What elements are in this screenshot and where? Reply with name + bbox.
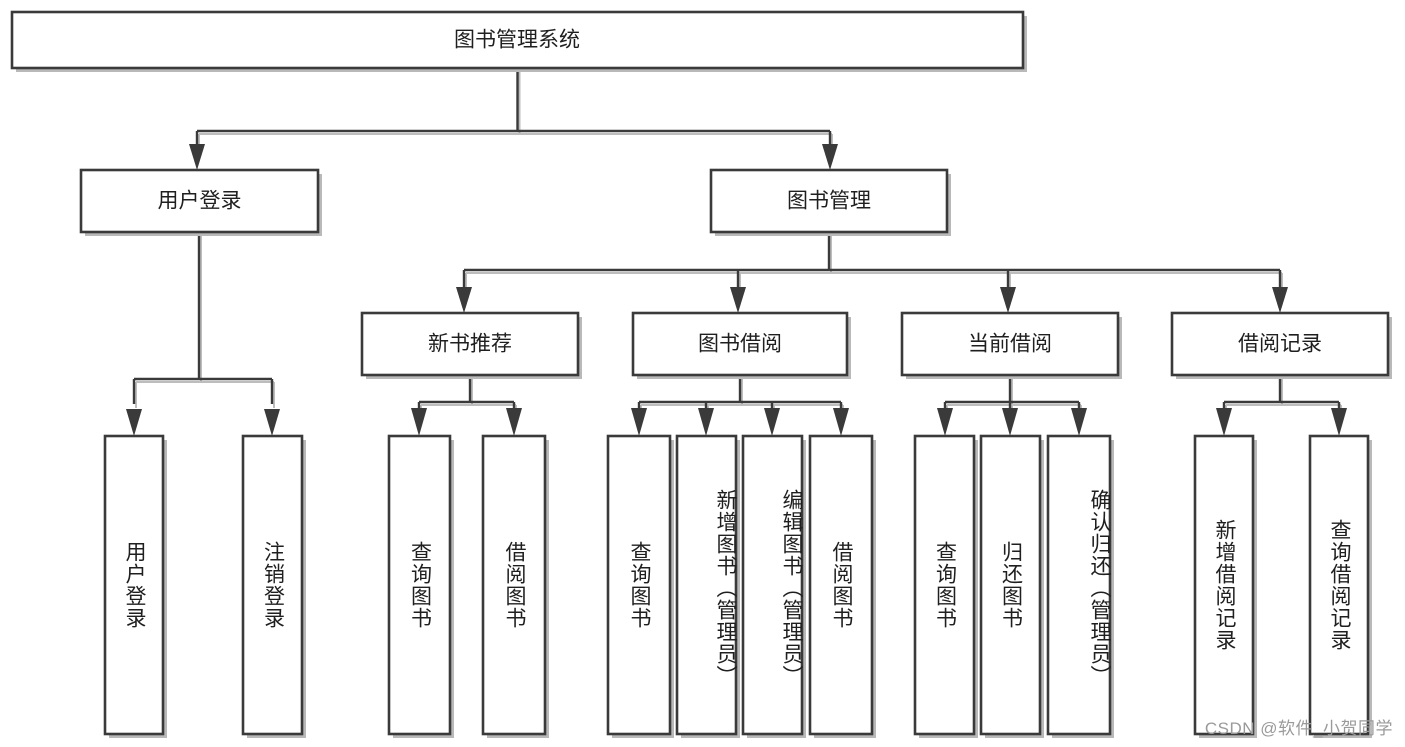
node-leaf-borrow-query[interactable]	[606, 434, 672, 736]
node-leaf-record-add[interactable]	[1193, 434, 1255, 736]
connector-bookmgmt-to-level3	[456, 232, 1288, 313]
node-book-management-label: 图书管理	[787, 190, 871, 213]
node-book-borrow-label: 图书借阅	[698, 333, 782, 356]
node-new-book-recommend[interactable]	[360, 311, 580, 377]
arrow-head-icon	[411, 408, 427, 436]
node-leaf-borrow-add[interactable]	[675, 434, 738, 736]
connector-layer	[126, 68, 1347, 436]
arrow-head-icon	[1002, 408, 1018, 436]
node-leaf-current-confirm[interactable]	[1046, 434, 1112, 736]
connector-current-to-leaves	[937, 375, 1087, 436]
arrow-head-icon	[456, 287, 472, 313]
node-user-login[interactable]	[79, 168, 320, 234]
connector-root-to-level2	[189, 68, 838, 170]
arrow-head-icon	[730, 287, 746, 313]
node-book-management[interactable]	[709, 168, 949, 234]
arrow-head-icon	[189, 144, 205, 170]
arrow-head-icon	[1000, 287, 1016, 313]
node-book-borrow[interactable]	[631, 311, 849, 377]
arrow-head-icon	[1216, 408, 1232, 436]
node-leaf-current-return[interactable]	[979, 434, 1042, 736]
node-leaf-user-login-login[interactable]	[103, 434, 165, 736]
connector-borrow-to-leaves	[631, 375, 849, 436]
box-layer: 图书管理系统 用户登录 图书管理 新书推荐 图书借阅 当前借阅 借阅记录	[10, 10, 1390, 736]
arrow-head-icon	[833, 408, 849, 436]
node-current-borrow[interactable]	[900, 311, 1120, 377]
node-borrow-record-label: 借阅记录	[1238, 333, 1322, 356]
csdn-watermark: CSDN @软件_小贺同学	[1204, 719, 1393, 738]
node-current-borrow-label: 当前借阅	[968, 333, 1052, 356]
arrow-head-icon	[1272, 287, 1288, 313]
node-leaf-user-login-logout[interactable]	[241, 434, 304, 736]
node-leaf-recommend-query[interactable]	[387, 434, 452, 736]
arrow-head-icon	[698, 408, 714, 436]
node-user-login-label: 用户登录	[158, 190, 242, 213]
node-leaf-current-query[interactable]	[913, 434, 976, 736]
connector-userlogin-to-leaves	[126, 232, 280, 436]
node-root-label: 图书管理系统	[454, 29, 580, 52]
arrow-head-icon	[264, 409, 280, 436]
arrow-head-icon	[822, 144, 838, 170]
arrow-head-icon	[764, 408, 780, 436]
node-root[interactable]	[10, 10, 1025, 70]
arrow-head-icon	[1071, 408, 1087, 436]
connector-record-to-leaves	[1216, 375, 1347, 436]
node-borrow-record[interactable]	[1170, 311, 1390, 377]
node-leaf-borrow-borrow[interactable]	[808, 434, 874, 736]
node-leaf-record-query[interactable]	[1308, 434, 1370, 736]
node-new-book-recommend-label: 新书推荐	[428, 333, 512, 356]
connector-recommend-to-leaves	[411, 375, 522, 436]
arrow-head-icon	[1331, 408, 1347, 436]
arrow-head-icon	[506, 408, 522, 436]
arrow-head-icon	[126, 409, 142, 436]
node-leaf-recommend-borrow[interactable]	[481, 434, 547, 736]
arrow-head-icon	[937, 408, 953, 436]
arrow-head-icon	[631, 408, 647, 436]
node-leaf-borrow-edit[interactable]	[741, 434, 804, 736]
